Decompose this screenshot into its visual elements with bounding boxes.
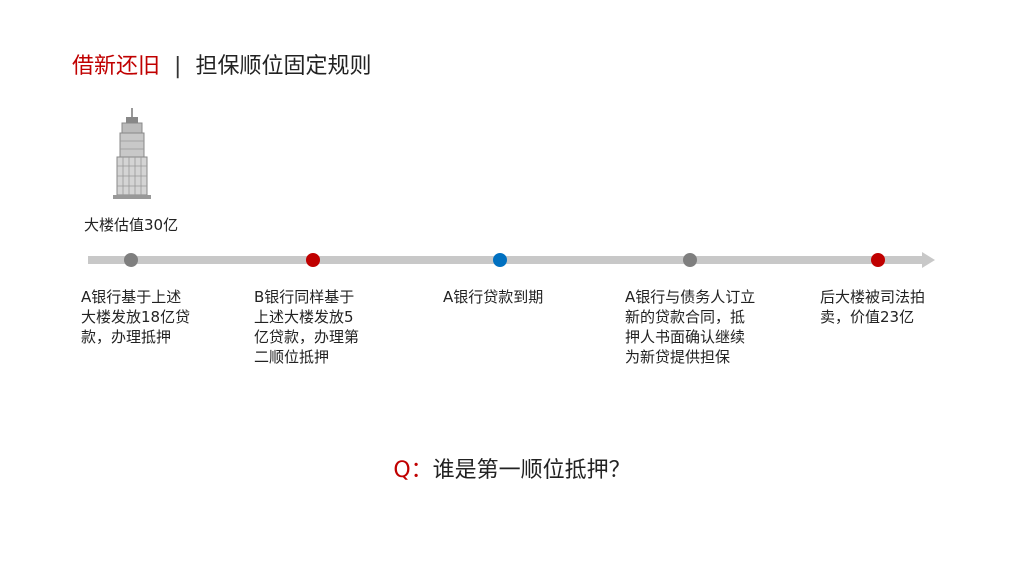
building-valuation-label: 大楼估值30亿	[84, 216, 179, 234]
question-prefix: Q：	[393, 458, 433, 483]
timeline-dot-2	[306, 253, 320, 267]
page-title: 借新还旧 | 担保顺位固定规则	[72, 48, 371, 80]
timeline-event-1: A银行基于上述 大楼发放18亿贷 款，办理抵押	[81, 288, 191, 346]
timeline-event-2: B银行同样基于 上述大楼发放5 亿贷款，办理第 二顺位抵押	[254, 288, 360, 366]
timeline-dot-1	[124, 253, 138, 267]
timeline-dot-5	[871, 253, 885, 267]
question-text: 谁是第一顺位抵押？	[432, 458, 631, 483]
timeline-dot-4	[683, 253, 697, 267]
timeline-event-3: A银行贷款到期	[443, 288, 544, 306]
timeline-arrow-icon	[922, 252, 935, 268]
building-icon	[110, 108, 154, 204]
title-highlight: 借新还旧	[72, 54, 161, 79]
title-separator: |	[174, 54, 182, 79]
timeline-event-4: A银行与债务人订立 新的贷款合同，抵 押人书面确认继续 为新贷提供担保	[625, 288, 756, 366]
timeline-dot-3	[493, 253, 507, 267]
timeline-event-5: 后大楼被司法拍 卖，价值23亿	[820, 288, 926, 326]
question: Q：谁是第一顺位抵押？	[0, 452, 1024, 484]
title-text: 担保顺位固定规则	[195, 54, 372, 79]
